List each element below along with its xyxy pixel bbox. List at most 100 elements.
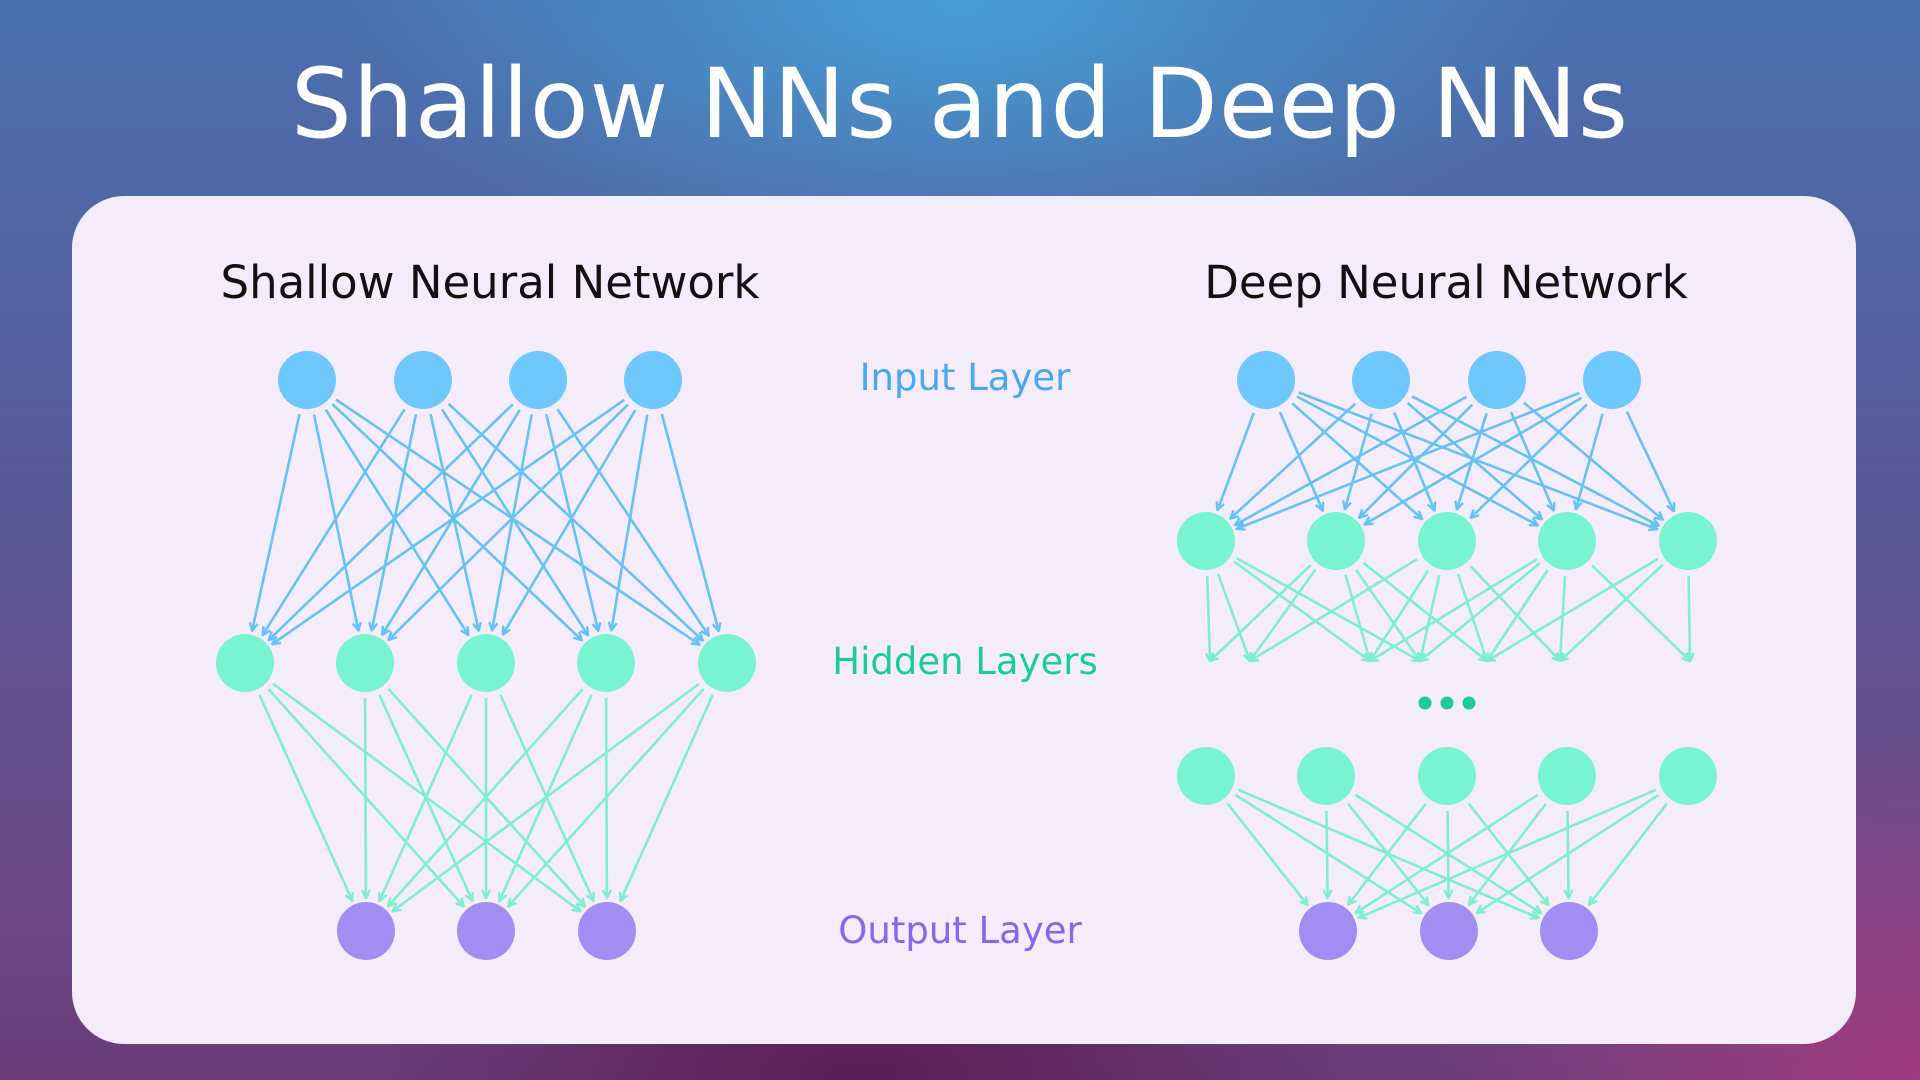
shallow-node-input-0-2 <box>509 351 567 409</box>
deep-edge-0-1-0 <box>1230 402 1357 519</box>
shallow-node-output-2-2 <box>578 902 636 960</box>
hidden-layers-label: Hidden Layers <box>832 640 1098 683</box>
shallow-node-input-0-3 <box>624 351 682 409</box>
deep-stub-edge-1-2 <box>1344 574 1371 661</box>
shallow-edge-0-0-0 <box>252 413 301 631</box>
shallow-edge-1-4-1 <box>508 688 705 907</box>
shallow-edge-0-3-3 <box>611 414 649 631</box>
deep-edge-2-4-0 <box>1358 788 1657 918</box>
deep-edge-0-3-4 <box>1625 411 1674 512</box>
shallow-edge-1-0-0 <box>258 694 352 901</box>
hidden-ellipsis <box>1418 696 1476 710</box>
deep-edge-2-3-0 <box>1356 793 1539 913</box>
deep-stub-edge-2-1 <box>1250 558 1418 661</box>
deep-node-output-3-1 <box>1420 902 1478 960</box>
deep-node-input-0-2 <box>1468 351 1526 409</box>
shallow-edge-0-3-0 <box>272 398 625 644</box>
shallow-edge-0-2-2 <box>492 414 533 630</box>
shallow-node-hidden-1-2 <box>457 634 515 692</box>
shallow-node-hidden-1-0 <box>216 634 274 692</box>
deep-stub-edge-0-0 <box>1207 575 1210 661</box>
page-title: Shallow NNs and Deep NNs <box>290 48 1630 160</box>
deep-node-hidden-1-4 <box>1659 512 1717 570</box>
deep-edge-0-0-1 <box>1278 411 1323 511</box>
deep-stub-edge-0-3 <box>1235 556 1421 661</box>
deep-stub-edge-1-4 <box>1362 561 1487 661</box>
deep-nodes <box>1177 351 1717 960</box>
deep-edge-2-4-2 <box>1589 803 1668 905</box>
shallow-edge-0-0-1 <box>312 414 358 630</box>
deep-node-hidden-2-4 <box>1659 747 1717 805</box>
shallow-edge-1-2-0 <box>380 694 473 901</box>
deep-stub-edge-2-3 <box>1420 574 1441 661</box>
deep-node-input-0-1 <box>1352 351 1410 409</box>
deep-node-input-0-0 <box>1237 351 1295 409</box>
deep-edge-0-0-0 <box>1218 412 1256 510</box>
deep-network <box>1177 351 1717 960</box>
deep-edge-2-2-0 <box>1348 803 1427 905</box>
deep-edge-2-4-1 <box>1477 793 1660 913</box>
shallow-edge-0-2-0 <box>269 403 514 640</box>
deep-node-hidden-2-0 <box>1177 747 1235 805</box>
shallow-edge-0-2-1 <box>382 409 521 635</box>
deep-node-hidden-2-1 <box>1297 747 1355 805</box>
shallow-network <box>216 351 756 960</box>
ellipsis-dot-0 <box>1418 696 1432 710</box>
shallow-node-hidden-1-1 <box>336 634 394 692</box>
deep-edge-0-3-1 <box>1365 396 1583 525</box>
output-layer-label: Output Layer <box>838 909 1082 952</box>
deep-stub-edge-0-1 <box>1216 573 1250 661</box>
deep-edge-2-1-0 <box>1327 810 1328 898</box>
deep-stub-edge-1-3 <box>1355 568 1420 661</box>
shallow-node-output-2-1 <box>457 902 515 960</box>
shallow-edges <box>252 398 719 912</box>
deep-node-hidden-1-3 <box>1538 512 1596 570</box>
shallow-node-input-0-0 <box>278 351 336 409</box>
shallow-edge-0-2-4 <box>556 408 708 635</box>
deep-stub-edge-0-2 <box>1233 560 1370 661</box>
deep-stub-edge-2-5 <box>1470 565 1560 662</box>
deep-edge-0-2-1 <box>1359 403 1474 518</box>
deep-node-hidden-2-2 <box>1418 747 1476 805</box>
deep-node-hidden-1-0 <box>1177 512 1235 570</box>
shallow-edge-0-1-1 <box>372 414 418 630</box>
deep-edge-0-1-4 <box>1411 395 1659 525</box>
shallow-edge-0-1-2 <box>429 413 479 631</box>
deep-edge-0-2-3 <box>1509 411 1554 511</box>
deep-edge-0-2-4 <box>1522 401 1663 520</box>
deep-node-input-0-3 <box>1583 351 1641 409</box>
shallow-edge-0-1-3 <box>440 408 588 635</box>
shallow-edge-0-1-4 <box>447 402 703 641</box>
shallow-edge-0-0-3 <box>331 403 582 640</box>
deep-stub-edge-3-3 <box>1420 562 1541 661</box>
shallow-edge-0-0-2 <box>324 408 469 635</box>
deep-stub-edge-1-1 <box>1250 568 1317 661</box>
shallow-node-hidden-1-4 <box>698 634 756 692</box>
deep-node-output-3-0 <box>1299 902 1357 960</box>
shallow-edge-0-3-1 <box>389 403 629 640</box>
shallow-node-hidden-1-3 <box>577 634 635 692</box>
deep-node-hidden-1-1 <box>1307 512 1365 570</box>
deep-edge-0-3-2 <box>1471 403 1588 518</box>
deep-stub-edge-2-2 <box>1370 569 1430 662</box>
deep-stub-edge-3-2 <box>1370 558 1538 661</box>
deep-stub-edge-1-0 <box>1210 564 1312 661</box>
shallow-edge-1-4-2 <box>621 694 714 901</box>
shallow-nodes <box>216 351 756 960</box>
deep-edge-2-0-0 <box>1226 802 1308 906</box>
shallow-edge-1-3-0 <box>388 688 584 906</box>
deep-stub-edge-4-6 <box>1689 575 1690 661</box>
deep-edges <box>1218 391 1674 919</box>
ellipsis-dot-2 <box>1462 696 1476 710</box>
deep-edge-2-0-1 <box>1234 793 1422 914</box>
deep-stub-edge-3-4 <box>1487 569 1549 661</box>
deep-edge-0-3-3 <box>1576 413 1604 510</box>
deep-stub-edge-4-5 <box>1560 563 1664 661</box>
shallow-node-output-2-0 <box>337 902 395 960</box>
shallow-node-input-0-1 <box>394 351 452 409</box>
shallow-edge-0-1-0 <box>263 408 406 635</box>
deep-edge-0-2-0 <box>1235 395 1468 525</box>
deep-stub-edge-3-6 <box>1591 564 1690 661</box>
deep-stub-edge-3-5 <box>1560 575 1567 661</box>
deep-node-output-3-2 <box>1540 902 1598 960</box>
